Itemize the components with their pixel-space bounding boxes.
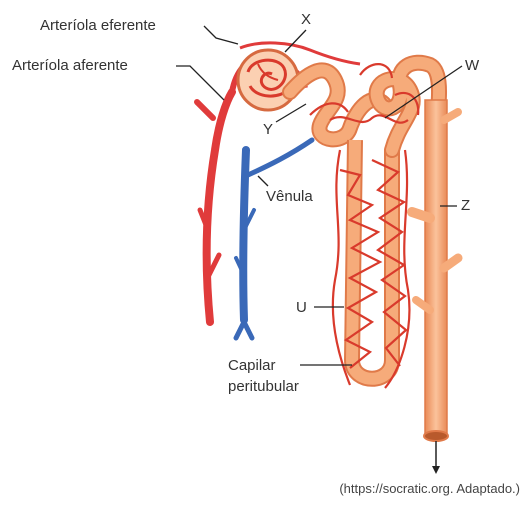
label-y: Y xyxy=(263,121,273,138)
source-credit: (https://socratic.org. Adaptado.) xyxy=(339,481,520,496)
label-w: W xyxy=(465,57,480,74)
label-x: X xyxy=(301,11,311,28)
leader-arteriola-eferente xyxy=(204,26,238,44)
leader-arteriola-aferente xyxy=(176,66,224,100)
loop-of-henle xyxy=(352,140,392,379)
label-capilar-line2: peritubular xyxy=(228,378,299,395)
collecting-duct xyxy=(412,100,458,474)
label-u: U xyxy=(296,299,307,316)
artery-vessel xyxy=(197,92,232,322)
label-capilar-line1: Capilar xyxy=(228,357,276,374)
leader-venula xyxy=(258,176,268,186)
label-arteriola-eferente: Arteríola eferente xyxy=(40,17,156,34)
label-venula: Vênula xyxy=(266,188,313,205)
label-arteriola-aferente: Arteríola aferente xyxy=(12,57,128,74)
glomerulus xyxy=(238,50,298,110)
label-z: Z xyxy=(461,197,470,214)
